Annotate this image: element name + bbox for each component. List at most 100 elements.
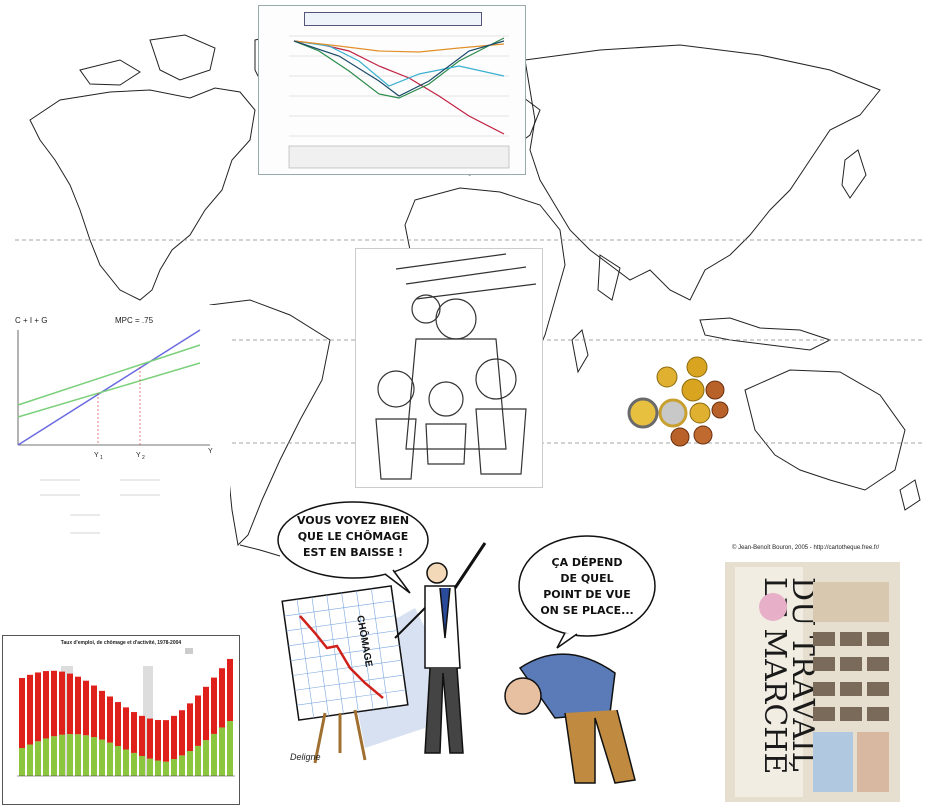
employment-bar <box>123 749 129 776</box>
keynesian-cross-plot: C + I + G MPC = .75 Y Y 1 Y 2 <box>15 316 213 534</box>
unemployment-bar <box>195 695 201 746</box>
employment-bar <box>75 734 81 776</box>
employment-bar <box>67 734 73 776</box>
unemployment-cartoon: VOUS VOYEZ BIEN QUE LE CHÔMAGE EST EN BA… <box>277 501 656 784</box>
unemployment-bar <box>19 678 25 748</box>
coin-5c-b <box>693 425 713 445</box>
declining-unemployment-line <box>299 615 384 699</box>
speech-bubble-left <box>277 501 429 579</box>
svg-text:Y: Y <box>208 448 213 455</box>
bubble-right-line-3: POINT DE VUE <box>543 588 630 601</box>
employment-bar <box>147 758 153 776</box>
mpc-label: MPC = .75 <box>115 316 154 325</box>
employment-bar <box>131 752 137 776</box>
newspaper-illustration: LE MARCHÉ DU TRAVAIL <box>725 562 900 802</box>
unemployment-bar <box>59 671 65 735</box>
equation-label: C + I + G <box>15 316 47 325</box>
forty-five-degree-line <box>17 329 201 446</box>
unemployment-bar <box>27 674 33 745</box>
unemployment-bar <box>43 671 49 739</box>
evolution-line-chart <box>258 5 526 175</box>
bubble-right-line-4: ON SE PLACE... <box>540 604 633 617</box>
newspaper-badge <box>759 593 787 621</box>
svg-text:Y: Y <box>136 452 141 459</box>
unemployment-bar <box>211 677 217 734</box>
unemployment-bar <box>227 658 233 721</box>
employment-bar <box>203 740 209 776</box>
coin-2c <box>711 401 729 419</box>
coin-20c <box>656 366 678 388</box>
employment-bar <box>27 744 33 776</box>
employment-bar <box>107 742 113 776</box>
coin-2-euro <box>627 397 659 429</box>
employment-bar <box>115 746 121 776</box>
unemployment-bar <box>219 668 225 728</box>
unemployment-bar <box>75 676 81 735</box>
unemployment-bar <box>203 686 209 741</box>
aggregate-expenditure-line-1 <box>17 344 201 406</box>
employment-bar <box>163 761 169 776</box>
unemployment-bar <box>115 702 121 747</box>
coin-5c <box>705 380 725 400</box>
unemp-bars-plot <box>7 648 235 800</box>
unemployment-bar <box>139 715 145 757</box>
unemployment-bar <box>83 680 89 736</box>
series-line-green <box>293 37 505 99</box>
employment-bar <box>195 745 201 776</box>
unemployment-bar <box>123 707 129 750</box>
unemployment-bar <box>155 720 161 761</box>
bubble-left-line-1: VOUS VOYEZ BIEN <box>297 514 409 527</box>
cartoonist-signature: Deligne <box>290 752 321 762</box>
bubble-left-line-2: QUE LE CHÔMAGE <box>298 530 409 543</box>
bubble-right-line-1: ÇA DÉPEND <box>552 556 623 569</box>
unemployment-bar <box>51 670 57 737</box>
coin-50c <box>681 378 705 402</box>
unemployment-bar <box>107 696 113 743</box>
presenter-figure <box>394 542 487 754</box>
unemployment-bar-chart: Taux d'emploi, de chômage et d'activité,… <box>2 635 240 805</box>
unemployment-bar <box>147 718 153 759</box>
unemployment-bar <box>163 720 169 762</box>
employment-bar <box>171 758 177 776</box>
svg-text:2: 2 <box>142 455 145 461</box>
speech-bubble-right <box>518 535 656 637</box>
family-sketch-illustration <box>355 248 543 488</box>
unemp-chart-title: Taux d'emploi, de chômage et d'activité,… <box>60 640 182 646</box>
chart-title-box <box>304 12 482 26</box>
bubble-right-line-2: DE QUEL <box>560 572 613 585</box>
unemployment-bar <box>91 685 97 738</box>
family-drawing <box>375 253 537 480</box>
employment-bar <box>99 739 105 776</box>
unemployment-bar <box>67 673 73 735</box>
coin-1-euro <box>658 398 688 428</box>
employment-bar <box>91 737 97 776</box>
employment-bar <box>83 735 89 776</box>
bending-man-figure <box>504 653 636 784</box>
employment-bar <box>43 738 49 776</box>
employment-bar <box>19 748 25 776</box>
unemployment-bar <box>131 712 137 753</box>
employment-bar <box>51 736 57 776</box>
coin-10c <box>686 356 708 378</box>
employment-bar <box>187 751 193 776</box>
series-line-orange <box>293 40 505 53</box>
bubble-left-line-3: EST EN BAISSE ! <box>303 546 403 559</box>
employment-bar <box>179 755 185 776</box>
line-chart-plot <box>288 35 510 169</box>
series-line-cyan <box>293 40 505 87</box>
unemployment-bar <box>187 703 193 752</box>
employment-bar <box>59 734 65 776</box>
employment-bar <box>155 760 161 776</box>
economics-diagram: C + I + G MPC = .75 Y Y 1 Y 2 <box>10 305 230 550</box>
employment-bar <box>211 733 217 776</box>
coin-50c-b <box>689 402 711 424</box>
unemployment-bar <box>171 715 177 759</box>
employment-bar <box>139 756 145 776</box>
map-credit: © Jean-Benoît Bouron, 2005 - http://cart… <box>732 545 880 551</box>
employment-bar <box>219 727 225 776</box>
coin-1c <box>670 427 690 447</box>
unemployment-bar <box>35 672 41 742</box>
euro-coins-illustration <box>627 356 729 447</box>
unemployment-bar <box>179 710 185 756</box>
series-line-dark <box>293 40 505 97</box>
